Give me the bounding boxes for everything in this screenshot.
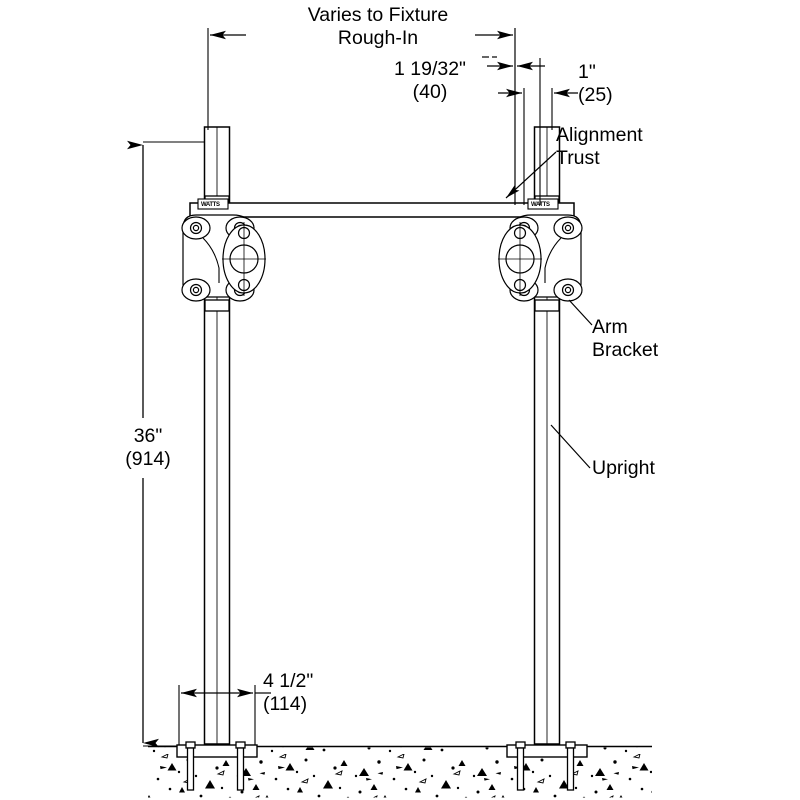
dim-label-varies-line1: Varies to Fixture xyxy=(307,4,449,26)
leader-alignment-trust xyxy=(505,151,557,199)
right-anchor-shank-1 xyxy=(516,747,525,791)
left-anchor-head-2 xyxy=(235,741,246,749)
callout-arm-bracket-line2: Bracket xyxy=(592,338,659,361)
right-bolt-br-outer xyxy=(561,283,575,297)
callout-leaders xyxy=(505,151,593,469)
dim-varies-to-fixture xyxy=(207,28,516,205)
left-bolt-tl-outer xyxy=(189,221,203,235)
right-ear-br xyxy=(553,278,583,302)
dim-base-width xyxy=(178,685,271,745)
dim-label-offset-imperial: 1 19/32" xyxy=(394,58,466,80)
dim-label-thickness-imperial: 1" xyxy=(578,61,596,83)
right-arm-bracket xyxy=(498,198,583,302)
callout-alignment-trust-line2: Trust xyxy=(556,146,600,169)
left-watts-boss xyxy=(197,198,229,210)
callout-upright-line1: Upright xyxy=(592,457,655,479)
dim-label-base-width: 4 1/2"(114) xyxy=(263,670,393,715)
right-bolt-tr-outer xyxy=(561,221,575,235)
left-anchor-head-1 xyxy=(185,741,196,749)
right-bolt-br-inner xyxy=(564,286,572,294)
dim-label-offset-metric: (40) xyxy=(412,80,448,103)
dim-label-thickness-metric: (25) xyxy=(578,83,613,106)
callout-arm-bracket-line1: Arm xyxy=(592,316,628,338)
right-anchor-shank-2 xyxy=(566,747,575,791)
left-anchor-shank-1 xyxy=(186,747,195,791)
right-collar-bottom xyxy=(534,299,560,312)
left-ear-tl xyxy=(181,216,211,240)
left-bracket-rib xyxy=(202,237,220,283)
right-watts-boss xyxy=(527,198,559,210)
alignment-trust-bar xyxy=(189,202,575,218)
left-ear-bl xyxy=(181,278,211,302)
dim-label-height-imperial: 36" xyxy=(133,425,163,447)
left-bolt-bl-outer xyxy=(189,283,203,297)
callout-alignment-trust-line1: Alignment xyxy=(556,124,643,146)
left-collar-bottom xyxy=(204,299,230,312)
dim-thickness-25 xyxy=(498,88,578,205)
right-anchor-head-1 xyxy=(515,741,526,749)
right-anchor-head-2 xyxy=(565,741,576,749)
right-bracket-rib xyxy=(544,237,562,283)
dim-offset-40 xyxy=(482,28,545,205)
dim-label-offset: 1 19/32"(40) xyxy=(370,58,490,103)
dim-label-base-width-imperial: 4 1/2" xyxy=(263,670,314,692)
dim-label-varies-line2: Rough-In xyxy=(337,26,419,49)
right-ear-tr xyxy=(553,216,583,240)
left-bolt-bl-inner xyxy=(192,286,200,294)
alignment-trust-rect xyxy=(189,202,575,218)
left-bolt-tl-inner xyxy=(192,224,200,232)
dim-label-height: 36"(914) xyxy=(112,425,184,470)
callout-upright: Upright xyxy=(592,457,792,480)
dim-height-36 xyxy=(127,140,205,748)
dim-label-height-metric: (914) xyxy=(125,447,171,470)
leader-upright xyxy=(550,424,591,469)
left-arm-bracket xyxy=(181,198,266,302)
left-anchor-shank-2 xyxy=(236,747,245,791)
dim-label-thickness: 1"(25) xyxy=(578,61,658,106)
dim-label-base-width-metric: (114) xyxy=(263,692,308,715)
watts-brand-mark-right: WATTS xyxy=(531,202,550,208)
watts-brand-mark-left: WATTS xyxy=(201,202,220,208)
right-bolt-tr-inner xyxy=(564,224,572,232)
leader-arm-bracket xyxy=(568,299,593,326)
